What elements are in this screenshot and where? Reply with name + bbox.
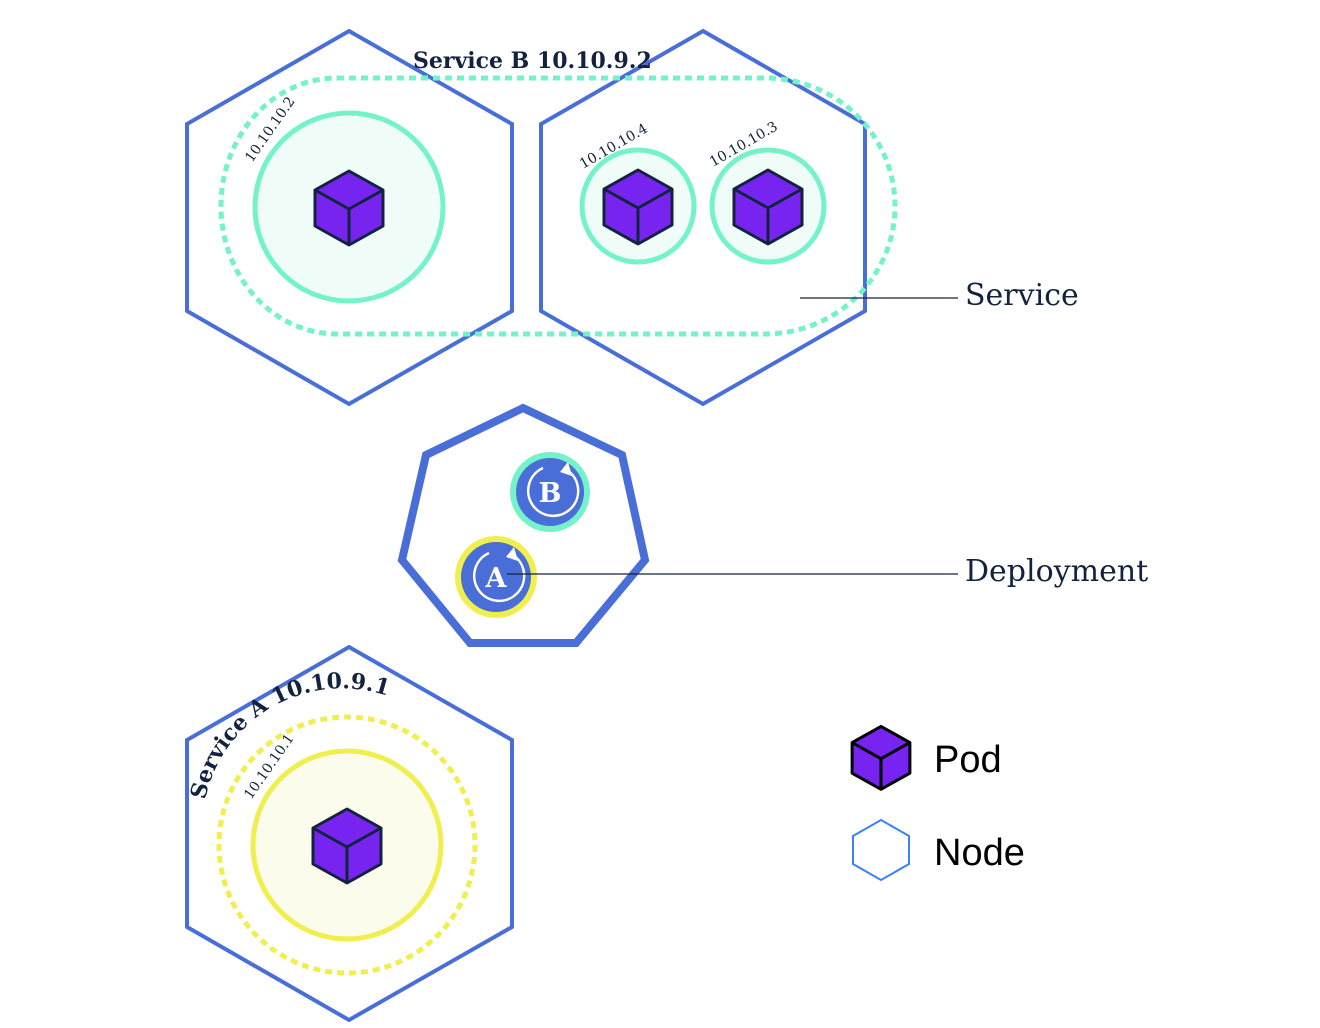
deployment-replica-b[interactable]: B bbox=[510, 452, 590, 532]
deployment bbox=[397, 403, 650, 647]
legend: Pod Node bbox=[850, 724, 1025, 882]
replica-letter: A bbox=[485, 563, 508, 594]
pod-10-10-10-1[interactable]: 10.10.10.1 bbox=[241, 731, 444, 942]
refresh-arrow-icon bbox=[506, 547, 518, 561]
refresh-icon bbox=[526, 466, 580, 517]
node-1 bbox=[185, 28, 514, 407]
legend-node-label: Node bbox=[934, 832, 1025, 874]
node-3 bbox=[185, 644, 514, 1023]
service-b-boundary bbox=[218, 75, 898, 337]
pod-10-10-10-2[interactable]: 10.10.10.2 bbox=[242, 94, 446, 304]
service-callout-label: Service bbox=[965, 278, 1079, 313]
refresh-arrow-icon bbox=[560, 462, 572, 476]
service-a-boundary bbox=[216, 714, 478, 976]
pod-10-10-10-4[interactable]: 10.10.10.4 bbox=[577, 121, 697, 265]
replica-letter: B bbox=[539, 478, 562, 509]
legend-node: Node bbox=[852, 818, 1025, 882]
legend-pod: Pod bbox=[850, 724, 1002, 791]
refresh-icon bbox=[472, 551, 526, 602]
legend-pod-label: Pod bbox=[934, 739, 1002, 781]
node-hexagon-icon bbox=[852, 818, 910, 882]
service-b-label: Service B 10.10.9.2 bbox=[413, 48, 652, 74]
deployment-callout-label: Deployment bbox=[965, 554, 1148, 589]
pod-10-10-10-3[interactable]: 10.10.10.3 bbox=[707, 119, 827, 265]
pod-cube-icon bbox=[850, 724, 912, 791]
deployment-replica-a[interactable]: A bbox=[455, 536, 537, 618]
